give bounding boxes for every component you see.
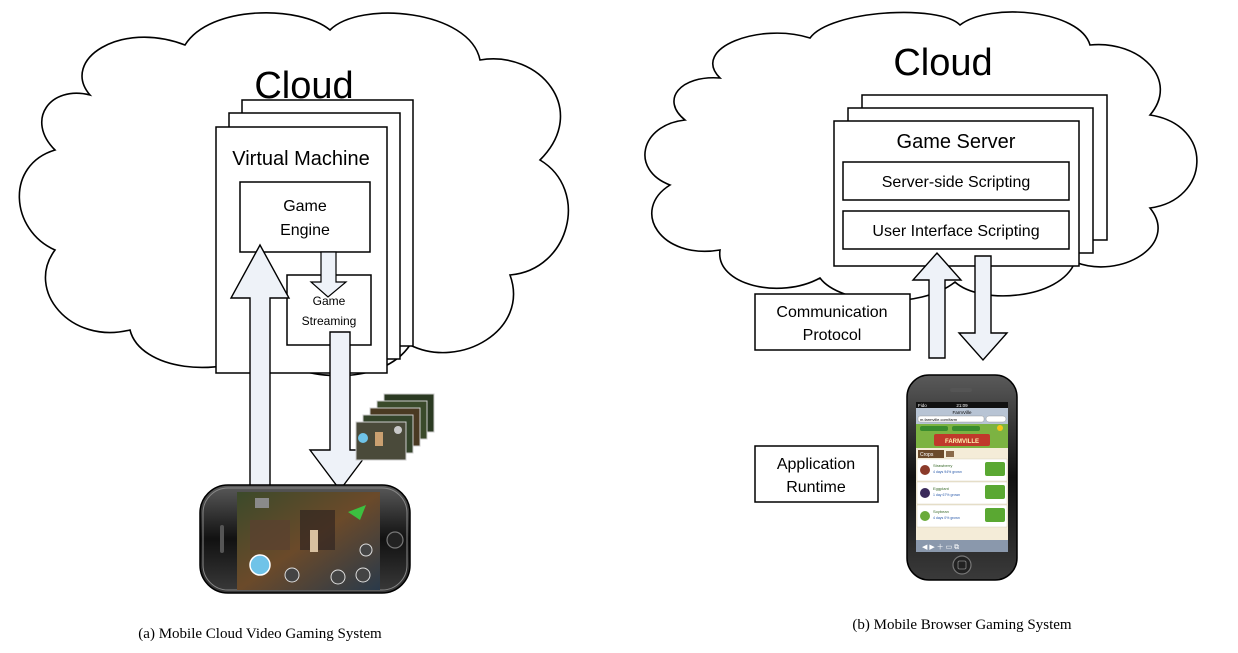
server-side-scripting-box — [842, 161, 1070, 201]
application-runtime-label-2: Runtime — [786, 479, 846, 496]
crops-tab: Crops — [920, 452, 934, 458]
response-down-arrow — [957, 255, 1009, 362]
caption-b: (b) Mobile Browser Gaming System — [852, 617, 1071, 633]
communication-protocol-label-2: Protocol — [803, 327, 862, 344]
input-up-arrow — [229, 243, 291, 491]
crop-status-1: 4 days 94% grown — [933, 470, 962, 474]
ui-scripting-box — [842, 210, 1070, 250]
phone-portrait: Fido 21:09 FarmVille m.farmville.com/far… — [906, 374, 1018, 581]
game-streaming-label-2: Streaming — [302, 314, 357, 328]
panel-b: Cloud Game Server Server-side Scripting … — [644, 11, 1198, 633]
browser-url: m.farmville.com/farm — [920, 417, 958, 422]
game-engine-label-1: Game — [283, 198, 327, 215]
phone-landscape — [199, 484, 411, 594]
application-runtime-box — [754, 445, 879, 503]
status-carrier: Fido — [918, 403, 927, 408]
ui-scripting-label: User Interface Scripting — [872, 223, 1039, 240]
crop-name-2: Eggplant — [933, 486, 950, 491]
server-side-scripting-label: Server-side Scripting — [882, 174, 1031, 191]
status-time: 21:09 — [956, 403, 968, 408]
panel-a: Cloud Virtual Machine Game Engine Game S… — [18, 12, 570, 642]
communication-protocol-label-1: Communication — [776, 304, 887, 321]
browser-title: FarmVille — [953, 410, 972, 415]
game-engine-box — [239, 181, 371, 253]
svg-text:◀ ▶ ＋ ▭ ⧉: ◀ ▶ ＋ ▭ ⧉ — [922, 543, 959, 551]
application-runtime-label-1: Application — [777, 456, 855, 473]
home-button-portrait — [952, 555, 972, 575]
virtual-machine-label: Virtual Machine — [232, 148, 369, 170]
game-server-label: Game Server — [897, 131, 1016, 153]
video-down-arrow — [308, 331, 372, 492]
engine-to-streaming-arrow — [309, 251, 348, 298]
request-up-arrow — [911, 251, 963, 359]
communication-protocol-box — [754, 293, 911, 351]
caption-a: (a) Mobile Cloud Video Gaming System — [138, 626, 382, 642]
game-engine-label-2: Engine — [280, 222, 330, 239]
crop-name-1: Strawberry — [933, 463, 952, 468]
video-frames-icon — [355, 393, 435, 461]
game-streaming-label-1: Game — [313, 294, 346, 308]
game-streaming-box — [286, 274, 372, 346]
farm-logo: FARMVILLE — [945, 439, 979, 445]
crop-status-2: 1 day 67% grown — [933, 493, 960, 497]
crop-name-3: Soybean — [933, 509, 949, 514]
crop-status-3: 4 days 0% grown — [933, 516, 960, 520]
cloud-label-b: Cloud — [893, 42, 992, 84]
home-button-landscape — [386, 531, 404, 549]
